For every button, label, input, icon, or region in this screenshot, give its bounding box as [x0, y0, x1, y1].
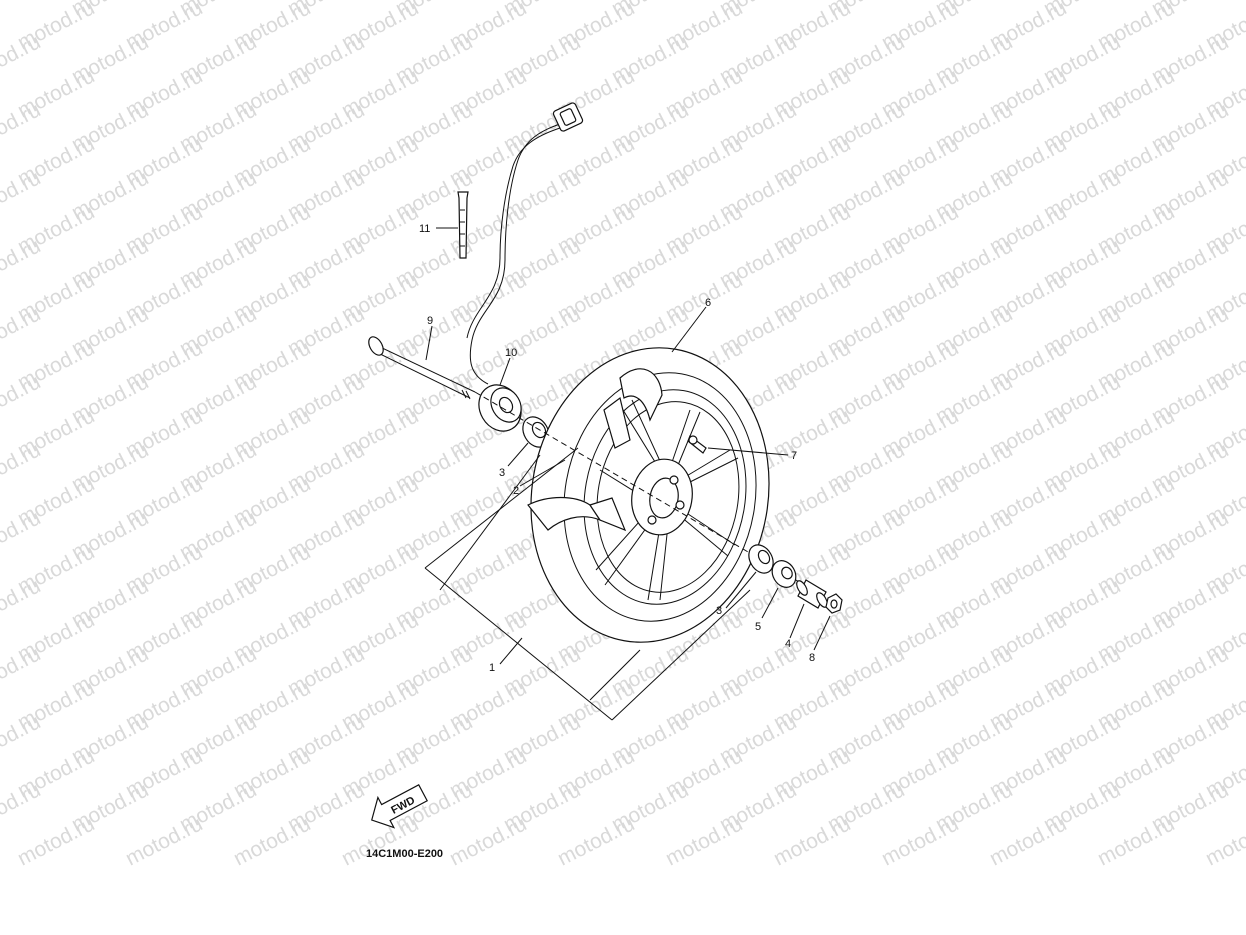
callout-9: 9 — [427, 315, 433, 327]
callout-7: 7 — [791, 450, 797, 462]
nut-part-8 — [825, 593, 843, 614]
callout-1: 1 — [489, 662, 495, 674]
collar-part-4 — [796, 579, 828, 609]
callout-8: 8 — [809, 652, 815, 664]
assembly-bracket — [424, 447, 751, 721]
fwd-arrow-icon: FWD — [371, 784, 428, 829]
callout-5: 5 — [755, 621, 761, 633]
callout-3-right: 3 — [716, 605, 722, 617]
cable-tie-part-11 — [457, 191, 469, 259]
callout-4: 4 — [785, 638, 791, 650]
callout-2: 2 — [513, 485, 519, 497]
sensor-wire — [466, 102, 584, 385]
wheel-assembly — [527, 347, 770, 643]
axle-bolt-part-9 — [368, 336, 476, 400]
callout-6: 6 — [705, 297, 711, 309]
bearing-right-part-3 — [748, 544, 774, 574]
callout-10: 10 — [505, 347, 517, 359]
sensor-gear-part-10 — [478, 384, 522, 432]
callout-3-left: 3 — [499, 467, 505, 479]
diagram-code: 14C1M00-E200 — [366, 848, 443, 860]
oil-seal-part-5 — [771, 560, 797, 588]
leader-lines — [425, 227, 831, 665]
callout-11: 11 — [419, 223, 430, 235]
